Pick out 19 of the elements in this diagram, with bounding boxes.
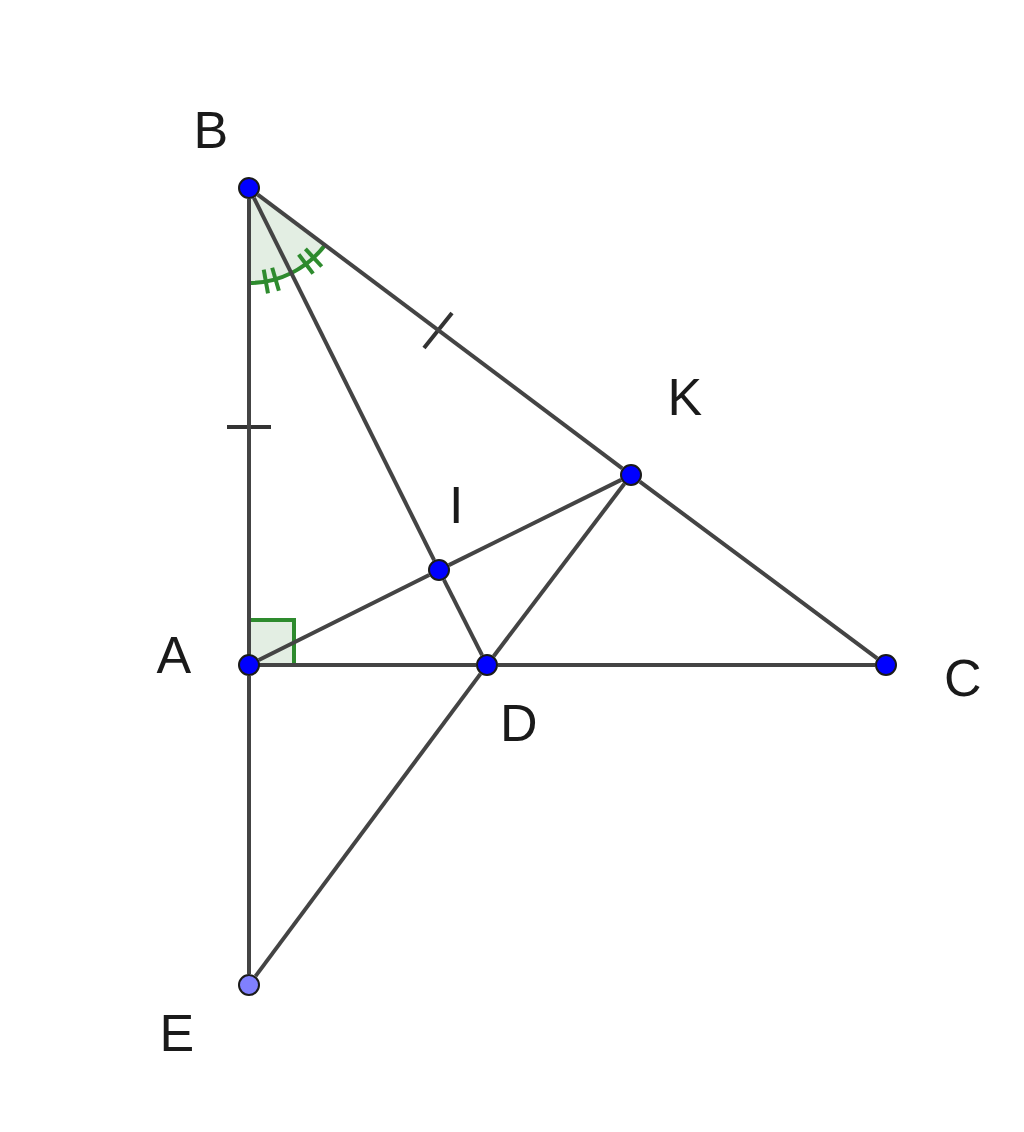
point-label: K (667, 369, 703, 425)
line-segment (256, 193, 624, 470)
point-label: D (500, 695, 538, 751)
point-label: B (193, 102, 229, 158)
line-segment (257, 573, 431, 662)
line-segment (252, 196, 436, 562)
line-segment (253, 672, 483, 978)
line-segment (442, 578, 484, 657)
point-label: E (159, 1005, 195, 1061)
point-label: C (944, 650, 982, 706)
line-segment (260, 663, 476, 667)
line-segment (498, 663, 875, 667)
line-segment (492, 482, 626, 658)
line-segment (247, 676, 251, 974)
point-label: A (156, 627, 192, 683)
point-label: I (449, 477, 464, 533)
line-segment (638, 479, 879, 661)
line-segment (447, 478, 623, 567)
line-segment (247, 199, 251, 654)
